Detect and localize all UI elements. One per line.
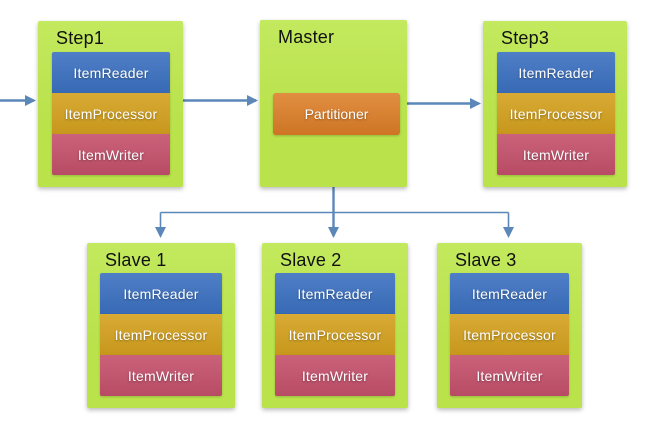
node-slave2-title: Slave 2	[280, 250, 342, 270]
itemprocessor-component: ItemProcessor	[497, 93, 615, 134]
node-slave2: Slave 2 ItemReader ItemProcessor ItemWri…	[262, 243, 408, 408]
node-slave3: Slave 3 ItemReader ItemProcessor ItemWri…	[437, 243, 582, 408]
itemwriter-component: ItemWriter	[497, 134, 615, 175]
itemwriter-component: ItemWriter	[52, 134, 170, 175]
node-step1: Step1 ItemReader ItemProcessor ItemWrite…	[38, 21, 183, 187]
itemreader-component: ItemReader	[100, 273, 222, 314]
node-step3: Step3 ItemReader ItemProcessor ItemWrite…	[483, 21, 627, 187]
itemreader-component: ItemReader	[275, 273, 395, 314]
itemprocessor-component: ItemProcessor	[450, 314, 569, 355]
node-master-title: Master	[278, 27, 335, 47]
node-master: Master Partitioner	[260, 20, 407, 187]
node-slave3-title: Slave 3	[455, 250, 517, 270]
itemreader-component: ItemReader	[450, 273, 569, 314]
itemprocessor-component: ItemProcessor	[100, 314, 222, 355]
node-slave1-title: Slave 1	[105, 250, 167, 270]
itemwriter-component: ItemWriter	[275, 355, 395, 396]
node-slave3-components: ItemReader ItemProcessor ItemWriter	[450, 273, 569, 396]
itemwriter-component: ItemWriter	[450, 355, 569, 396]
node-step3-components: ItemReader ItemProcessor ItemWriter	[497, 52, 615, 175]
partitioner-component: Partitioner	[273, 93, 400, 135]
itemreader-component: ItemReader	[497, 52, 615, 93]
node-step1-components: ItemReader ItemProcessor ItemWriter	[52, 52, 170, 175]
itemprocessor-component: ItemProcessor	[52, 93, 170, 134]
node-slave2-components: ItemReader ItemProcessor ItemWriter	[275, 273, 395, 396]
itemprocessor-component: ItemProcessor	[275, 314, 395, 355]
node-step3-title: Step3	[501, 28, 550, 48]
node-slave1-components: ItemReader ItemProcessor ItemWriter	[100, 273, 222, 396]
node-step1-title: Step1	[56, 28, 105, 48]
itemreader-component: ItemReader	[52, 52, 170, 93]
node-slave1: Slave 1 ItemReader ItemProcessor ItemWri…	[87, 243, 235, 408]
itemwriter-component: ItemWriter	[100, 355, 222, 396]
